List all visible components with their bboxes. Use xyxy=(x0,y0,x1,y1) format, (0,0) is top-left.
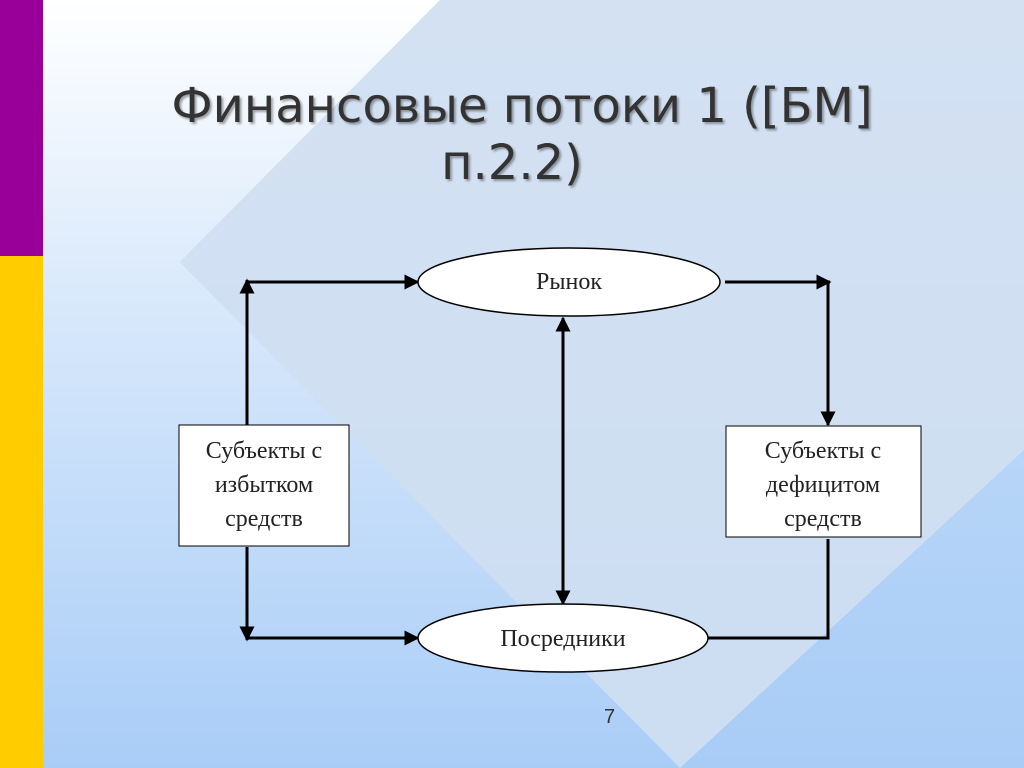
arrow-surplus-to-market xyxy=(245,274,420,425)
yellow-side-band xyxy=(0,256,43,768)
deficit-node xyxy=(725,425,922,538)
market-label: Рынок xyxy=(536,269,602,295)
market-node xyxy=(417,247,721,317)
arrow-surplus-to-intermediaries xyxy=(245,547,420,646)
page-number: 7 xyxy=(604,706,616,728)
arrow-market-to-deficit xyxy=(725,280,836,427)
surplus-label-line2: избытком xyxy=(215,472,313,498)
deficit-label-line2: дефицитом xyxy=(766,472,880,498)
deficit-label-line3: средств xyxy=(784,506,862,532)
deficit-label-line1: Субъекты с xyxy=(765,438,881,464)
intermediaries-node xyxy=(417,603,709,673)
intermediaries-label: Посредники xyxy=(500,626,625,652)
slide-title: Финансовые потоки 1 ([БМ] xyxy=(171,78,873,134)
slide-title-subline: п.2.2) xyxy=(441,135,583,191)
surplus-label-line3: средств xyxy=(225,506,303,532)
surplus-label-line1: Субъекты с xyxy=(206,438,322,464)
surplus-node xyxy=(178,424,350,547)
purple-side-band xyxy=(0,0,43,256)
arrow-intermediaries-to-deficit xyxy=(708,539,830,640)
